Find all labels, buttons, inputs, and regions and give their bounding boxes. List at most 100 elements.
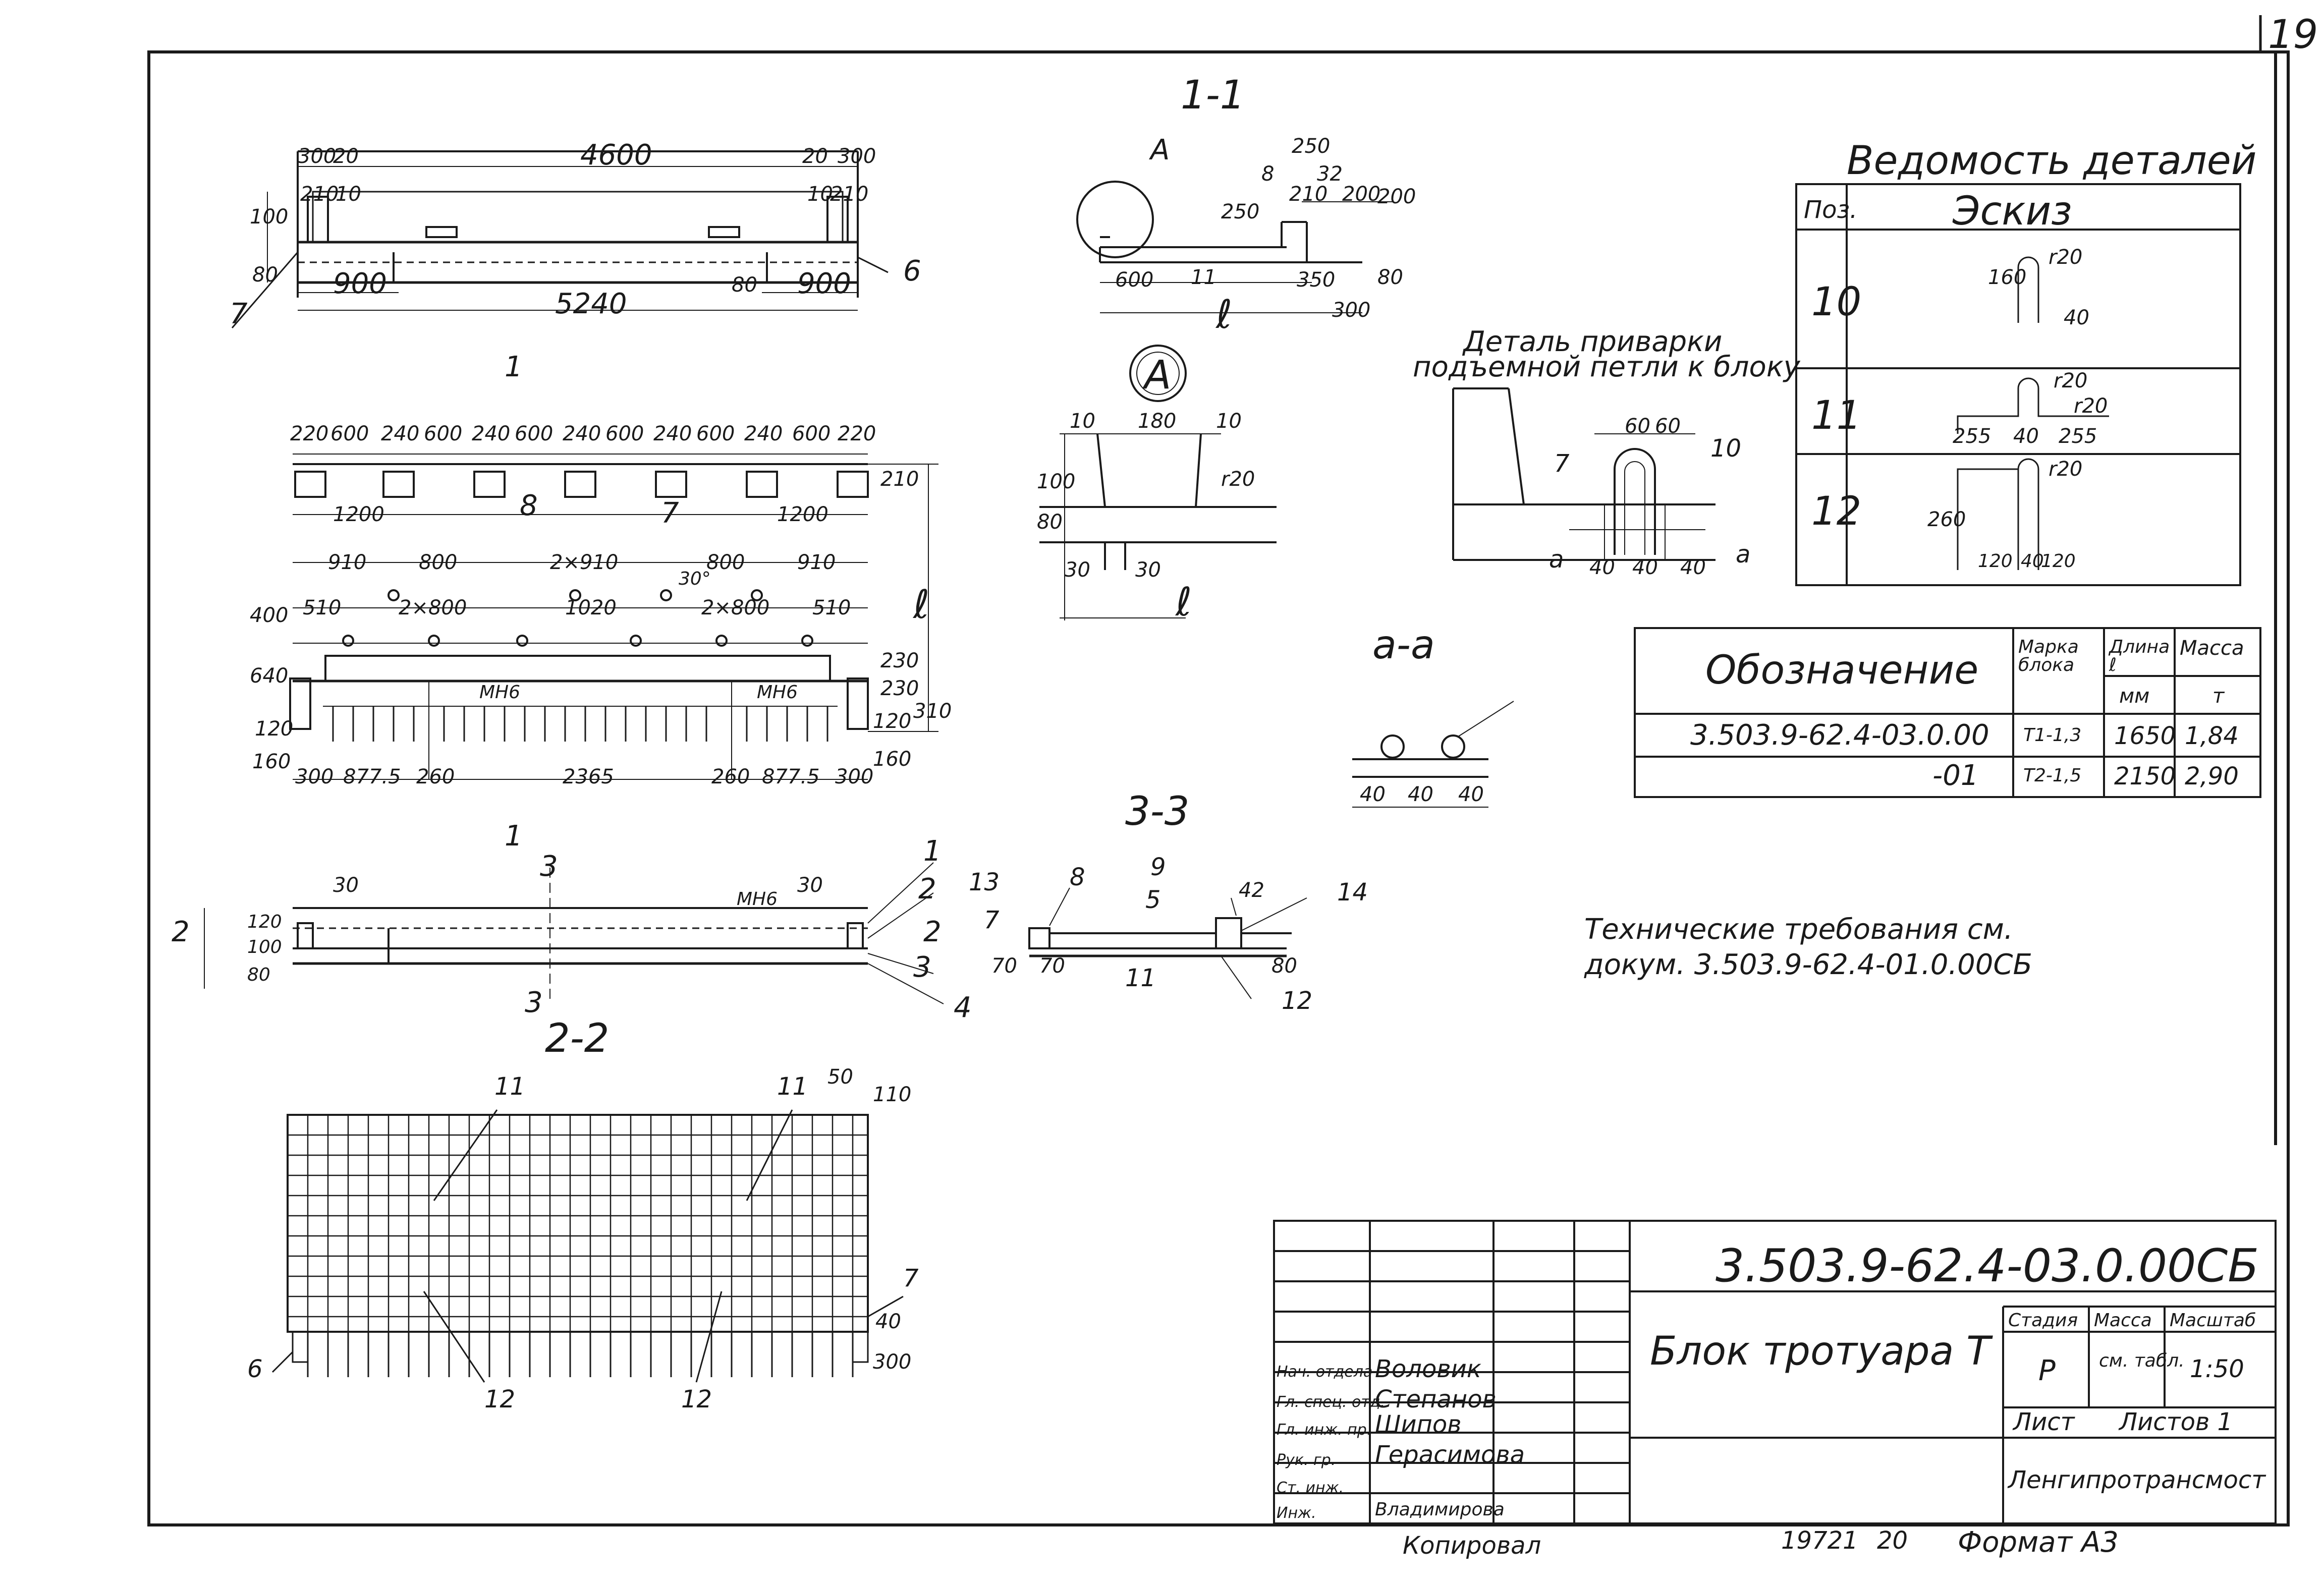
section-aa-title: а-а — [1372, 622, 1435, 668]
s11-dim: 300 — [1332, 299, 1371, 322]
plan-dim: 230 — [880, 649, 919, 672]
plan-dim: 2×800 — [399, 596, 467, 619]
side-pos: 1 — [923, 835, 942, 868]
plan-dim: 120 — [255, 717, 294, 741]
side-dim: 30 — [797, 874, 823, 897]
details-row-dim: r20 — [2049, 458, 2083, 481]
s22-pos: 11 — [777, 1072, 808, 1101]
elev-dim: 100 — [250, 205, 289, 229]
side-pos: 3 — [913, 951, 931, 984]
side-dim: 80 — [247, 965, 270, 985]
tech-note-line: Технические требования см. — [1584, 913, 2013, 946]
s11-dim: 11 — [1191, 266, 1216, 289]
details-row-dim: r20 — [2054, 369, 2088, 392]
plan-dim: 800 — [419, 551, 458, 574]
title-block-person: Герасимова — [1375, 1441, 1525, 1469]
s11-dim: 210 — [1289, 183, 1328, 206]
plan-dim: 300 — [295, 765, 334, 788]
spec-header-len-unit: мм — [2119, 685, 2150, 708]
section-11-lines — [1076, 181, 1393, 402]
section-11-callout: А — [1150, 134, 1170, 166]
s22-pos: 11 — [494, 1072, 526, 1101]
saa-dim: 40 — [1458, 783, 1484, 806]
spec-row-mass: 2,90 — [2185, 762, 2239, 790]
plan-dim: 600 — [605, 422, 644, 445]
s11-dim: 80 — [1377, 266, 1403, 289]
tech-note-line: докум. 3.503.9-62.4-01.0.00СБ — [1584, 948, 2032, 981]
details-row-dim: 120 — [1978, 551, 2013, 572]
plan-dim: 220 — [290, 422, 329, 445]
s22-pos: 12 — [681, 1385, 712, 1413]
details-col-pos: Поз. — [1804, 196, 1858, 224]
title-block-role: Гл. спец. отд. — [1277, 1393, 1386, 1411]
side-dim: 120 — [247, 912, 282, 932]
detail-a-dim: 100 — [1037, 470, 1076, 493]
plan-dim: 260 — [711, 765, 750, 788]
plan-lines — [289, 454, 938, 780]
elev-dim: 80 — [252, 263, 278, 287]
spec-header-mass-unit: т — [2212, 685, 2225, 708]
elev-pos: 7 — [230, 298, 248, 330]
section-11-title: 1-1 — [1181, 73, 1245, 118]
spec-row-len: 2150 — [2114, 762, 2176, 790]
details-table-lines — [1795, 183, 2241, 586]
plan-dim: 510 — [303, 596, 342, 619]
details-row-dim: 40 — [2064, 306, 2089, 329]
elev-dim: 10 — [336, 183, 361, 206]
details-row-dim: 260 — [1927, 508, 1966, 531]
side-cut-mark: 2 — [923, 916, 942, 948]
spec-row-name: 3.503.9-62.4-03.0.00 — [1690, 719, 1989, 752]
title-block-role: Гл. инж. пр. — [1277, 1421, 1372, 1439]
weld-detail-lines — [1452, 387, 1716, 561]
plan-pos: 7 — [661, 497, 679, 530]
spec-row-mark: Т2-1,5 — [2023, 765, 2082, 786]
s11-dim: 200 — [1342, 183, 1381, 206]
s11-dim: 350 — [1297, 268, 1336, 292]
side-pos: 2 — [918, 873, 936, 905]
plan-dim: 1020 — [565, 596, 617, 619]
elev-dim: 80 — [732, 273, 757, 297]
plan-dim: 800 — [706, 551, 745, 574]
plan-dim: 1200 — [777, 503, 828, 526]
title-block-h-mass: Масса — [2094, 1310, 2152, 1331]
weld-dim: 40 — [1632, 556, 1658, 579]
plan-dim: 210 — [880, 468, 919, 491]
s33-pos: 7 — [984, 906, 1000, 934]
s11-dim: 600 — [1115, 268, 1154, 292]
elev-dim: 10 — [807, 183, 833, 206]
plan-dim: 120 — [873, 710, 912, 733]
weld-title: подъемной петли к блоку — [1413, 351, 1800, 383]
details-row-dim: 255 — [1953, 425, 1991, 448]
plan-dim: 230 — [880, 677, 919, 700]
s11-dim: 200 — [1377, 185, 1416, 208]
title-block-mass: см. табл. — [2099, 1350, 2185, 1371]
plan-dim: 220 — [838, 422, 876, 445]
details-col-sketch: Эскиз — [1953, 189, 2072, 234]
side-dim: 30 — [333, 874, 359, 897]
plan-dim: 877.5 — [762, 765, 820, 788]
details-row-pos: 12 — [1811, 489, 1862, 534]
plan-dim: 240 — [744, 422, 783, 445]
spec-header-mass: Масса — [2180, 637, 2244, 660]
plan-rebar-stubs — [332, 706, 828, 742]
plan-angle: 30° — [679, 569, 711, 589]
spec-row-name: -01 — [1932, 759, 1979, 792]
footer-format: Формат А3 — [1958, 1526, 2119, 1559]
plan-dim: 260 — [416, 765, 455, 788]
s33-pos: 11 — [1125, 964, 1156, 992]
spec-header-len: Длина ℓ — [2109, 637, 2170, 675]
plan-dim: 2365 — [563, 765, 614, 788]
title-block-scale: 1:50 — [2190, 1355, 2244, 1383]
footer-inv: 19721 — [1781, 1526, 1858, 1555]
side-view-lines — [204, 862, 944, 1004]
s22-pos: 12 — [484, 1385, 516, 1413]
section-33-title: 3-3 — [1125, 789, 1190, 834]
title-block-h-stage: Стадия — [2008, 1310, 2078, 1331]
plan-dim: 1200 — [333, 503, 384, 526]
title-block-h-scale: Масштаб — [2170, 1310, 2256, 1331]
section-aa-lines — [1352, 701, 1514, 808]
elev-dim: 20 — [802, 145, 828, 168]
title-block-person: Владимирова — [1375, 1499, 1505, 1520]
elev-dim: 900 — [797, 267, 851, 300]
